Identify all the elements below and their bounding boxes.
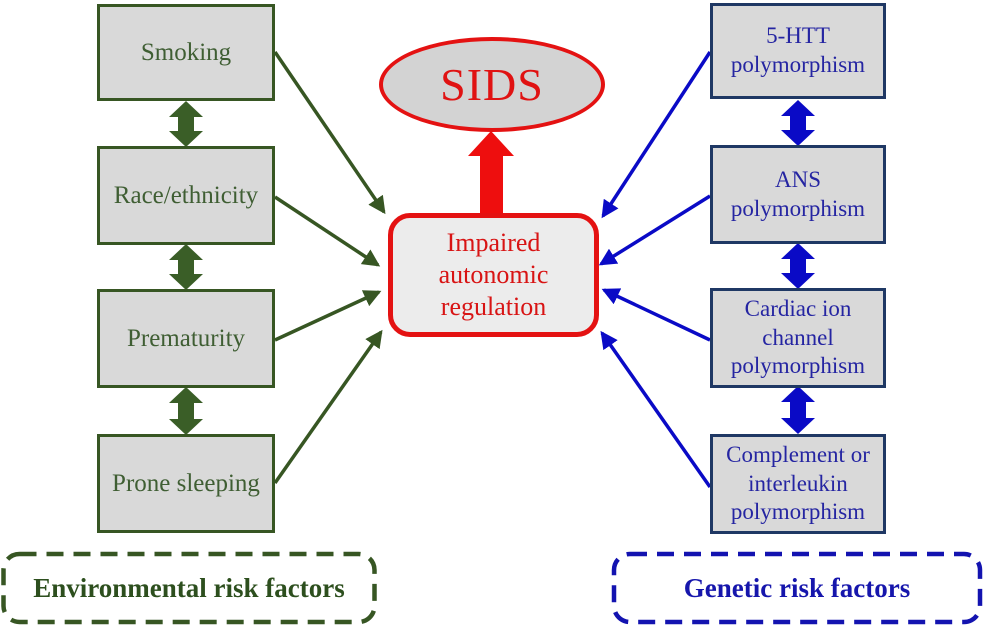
environmental-group-outline [1,551,377,625]
factor-box-cardiac-ion-channel: Cardiac ion channel polymorphism [710,288,886,388]
genetic-group-title: Genetic risk factors [614,554,980,622]
double-arrow-ans-cardiac [781,243,815,289]
arrow-complement-to-impaired [600,330,712,489]
double-arrow-race-prematurity [169,244,203,290]
double-arrow-prematurity-prone [169,387,203,435]
factor-label-smoking: Smoking [140,38,232,66]
arrow-prematurity-to-impaired [274,290,382,342]
environmental-group-title: Environmental risk factors [3,554,375,622]
genetic-group-title-text: Genetic risk factors [683,572,911,603]
impaired-label: Impaired autonomic regulation [438,228,549,321]
factor-box-ans-polymorphism: ANS polymorphism [710,145,886,244]
factor-label-ans-polymorphism: ANS polymorphism [730,166,866,221]
arrow-5htt-to-impaired [601,51,712,219]
factor-box-prematurity: Prematurity [97,289,275,388]
arrow-prone-to-impaired [273,329,383,485]
factor-label-prone-sleeping: Prone sleeping [112,469,260,497]
double-arrow-cardiac-complement [781,386,815,434]
impaired-autonomic-regulation-box: Impaired autonomic regulation [388,213,599,337]
factor-label-5htt-polymorphism: 5-HTT polymorphism [730,23,866,77]
factor-box-5htt-polymorphism: 5-HTT polymorphism [710,3,886,99]
genetic-group-outline [611,551,983,625]
double-arrow-smoking-race [169,101,203,147]
arrow-ans-to-impaired [598,194,711,266]
arrow-race-to-impaired [274,195,381,267]
environmental-group-title-text: Environmental risk factors [33,572,345,603]
double-arrow-5htt-ans [781,100,815,146]
sids-label: SIDS [440,59,544,110]
factor-label-prematurity: Prematurity [126,324,246,352]
factor-label-cardiac-ion-channel: Cardiac ion channel polymorphism [730,295,866,379]
factor-box-prone-sleeping: Prone sleeping [97,434,275,533]
sids-outcome-ellipse: SIDS [379,37,605,132]
factor-box-race-ethnicity: Race/ethnicity [97,146,275,245]
factor-box-complement-interleukin: Complement or interleukin polymorphism [710,434,886,534]
factor-label-race-ethnicity: Race/ethnicity [113,181,259,209]
arrow-smoking-to-impaired [273,51,386,215]
factor-label-complement-interleukin: Complement or interleukin polymorphism [726,441,870,525]
arrow-impaired-to-sids [468,131,514,214]
arrow-cardiac-to-impaired [601,288,711,342]
factor-box-smoking: Smoking [97,4,275,101]
